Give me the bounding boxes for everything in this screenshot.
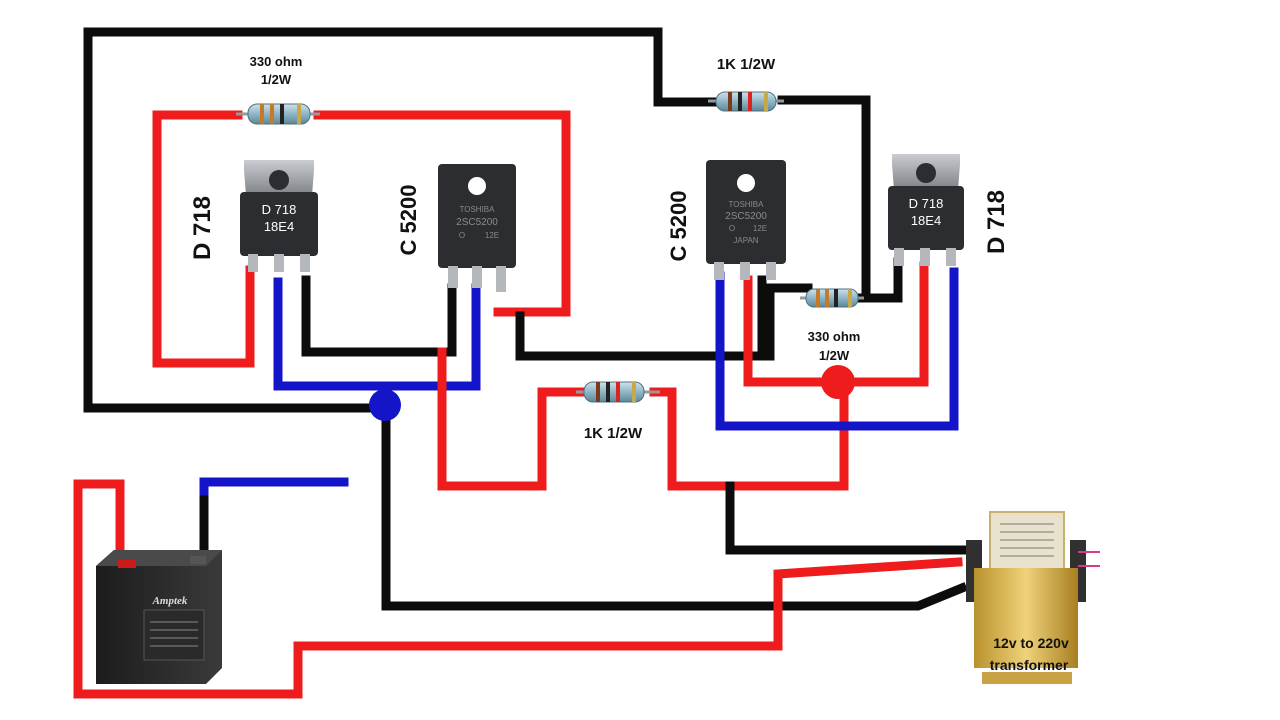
junction-node-red [821, 365, 855, 399]
red-wire-r1-to-q2 [313, 110, 571, 317]
black-wire-q1-to-q2 [301, 275, 457, 357]
q4-marking-line1: D 718 [909, 196, 944, 211]
r4-label: 1K 1/2W [584, 425, 643, 442]
transistor-q2-c5200: TOSHIBA 2SC5200 O 12E [438, 164, 516, 292]
q4-marking-line2: 18E4 [911, 213, 941, 228]
q3-side-label: C 5200 [666, 191, 691, 262]
q3-marking-line3: 12E [753, 224, 767, 233]
resistor-r4 [576, 381, 660, 403]
blue-wire-q3-to-q4 [715, 267, 959, 431]
transistor-q1-d718: D 718 18E4 [240, 160, 318, 272]
transistor-q4-d718: D 718 18E4 [888, 154, 964, 266]
junction-node-blue [369, 389, 401, 421]
q1-marking-line1: D 718 [262, 202, 297, 217]
battery-brand-logo: Amptek [152, 595, 188, 607]
q4-side-label: D 718 [983, 190, 1010, 254]
wires [73, 27, 973, 699]
black-wire-top-loop [83, 27, 717, 413]
resistor-r1 [236, 103, 320, 125]
q1-marking-line2: 18E4 [264, 219, 294, 234]
black-wire-r2-to-q4 [777, 95, 903, 303]
battery: Amptek [96, 550, 222, 684]
red-wire-battery-loop [73, 479, 963, 699]
blue-wire-q1-to-node [273, 277, 481, 391]
q2-marking-line2: O [459, 231, 465, 240]
transformer-label-line2: transformer [990, 657, 1069, 673]
black-wire-q2-to-q3 [515, 283, 813, 361]
transformer: 12v to 220v transformer [966, 511, 1100, 684]
blue-wire-battery [199, 477, 349, 553]
r2-label: 1K 1/2W [717, 56, 776, 73]
q3-marking-line2: O [729, 224, 735, 233]
transistor-q3-c5200: TOSHIBA 2SC5200 O 12E JAPAN [706, 160, 786, 280]
resistor-r2 [708, 91, 784, 112]
q2-marking-line3: 12E [485, 231, 499, 240]
q2-marking-line1: 2SC5200 [456, 217, 498, 228]
r3-label-line1: 330 ohm [808, 329, 861, 344]
r1-label-line1: 330 ohm [250, 54, 303, 69]
black-wire-node-to-transformer [381, 407, 968, 611]
r1-label-line2: 1/2W [261, 72, 292, 87]
red-wire-q1-loop [152, 110, 255, 368]
q2-brand: TOSHIBA [460, 205, 496, 214]
transformer-label-line1: 12v to 220v [993, 635, 1069, 651]
q3-marking-line4: JAPAN [733, 236, 758, 245]
resistor-r3 [800, 288, 864, 308]
q1-side-label: D 718 [189, 196, 216, 260]
r3-label-line2: 1/2W [819, 348, 850, 363]
black-wire-to-transformer-top [725, 481, 973, 555]
q3-marking-line1: 2SC5200 [725, 211, 767, 222]
q2-side-label: C 5200 [396, 185, 421, 256]
q3-brand: TOSHIBA [729, 200, 765, 209]
red-wire-q2-to-r4 [437, 347, 585, 491]
red-wire-r4-to-node [649, 379, 849, 491]
